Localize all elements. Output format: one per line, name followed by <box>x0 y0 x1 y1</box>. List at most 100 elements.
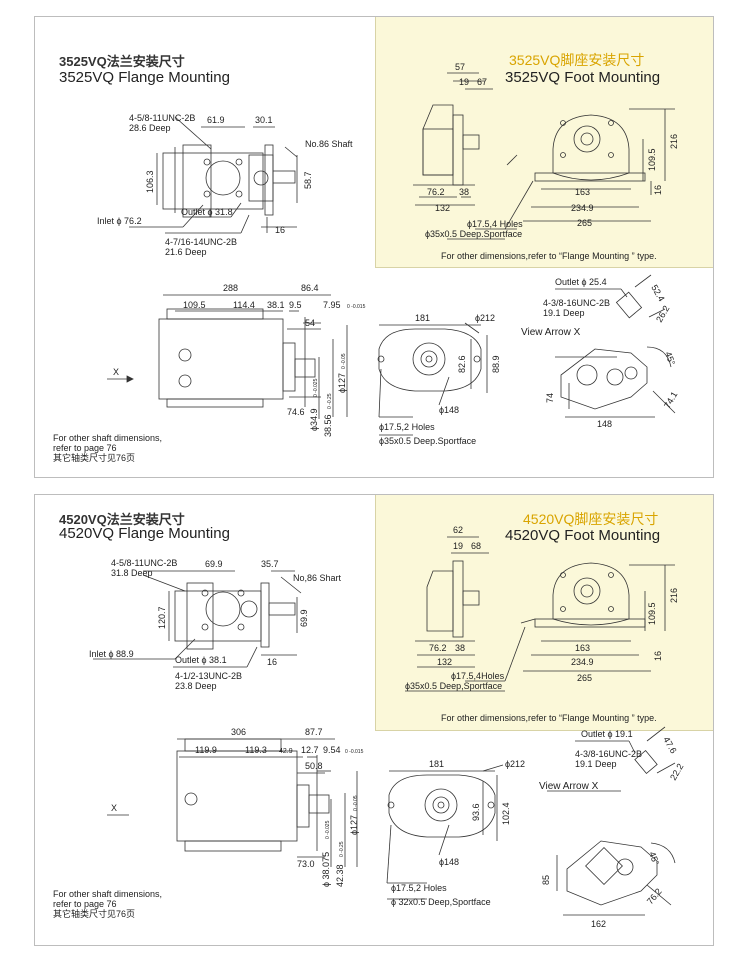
foot-dim-19-3525: 19 <box>459 77 469 87</box>
side-dim-42-38-4520: 42.38 <box>335 864 345 887</box>
side-dia-127-4520: ϕ127 <box>349 815 359 835</box>
foot-note-4520: For other dimensions,refer to “Flange Mo… <box>441 713 657 723</box>
foot-holes-3525: ϕ17.5,4 Holes <box>467 219 523 229</box>
panel-4520vq: 4520VQ法兰安装尺寸 4520VQ Flange Mounting 4520… <box>34 494 714 946</box>
side-dim-50-8-4520: 50.8 <box>305 761 323 771</box>
foot-dim-132-4520: 132 <box>437 657 452 667</box>
dim-35-7-4520: 35.7 <box>261 559 279 569</box>
side-key-3525: 7.95 <box>323 300 341 310</box>
dim-58-7-3525: 58.7 <box>303 171 313 189</box>
front-holes-3525: ϕ17.5,2 Holes <box>379 422 435 432</box>
foot-dim-234-9-4520: 234.9 <box>571 657 594 667</box>
dim-30-1-3525: 30.1 <box>255 115 273 125</box>
viewx-angle-3525: 45° <box>663 350 677 367</box>
foot-dim-57-3525: 57 <box>455 62 465 72</box>
viewx-dim-26-2-3525: 26.2 <box>654 304 671 324</box>
side-dim-119-3-4520: 119.3 <box>245 745 267 755</box>
side-dim-86-4-3525: 86.4 <box>301 283 319 293</box>
flange-thread-top-4520: 4-5/8-11UNC-2B <box>111 558 177 568</box>
foot-sportface-3525: ϕ35x0.5 Deep.Sportface <box>425 229 522 239</box>
viewx-thread-3525: 4-3/8-16UNC-2B <box>543 298 610 308</box>
side-dim-74-6-3525: 74.6 <box>287 407 305 417</box>
dim-106-3-3525: 106.3 <box>145 170 155 193</box>
shaft-label-3525: No.86 Shaft <box>305 139 353 149</box>
front-sportface-4520: ϕ 32x0.5 Deep,Sportface <box>391 897 491 907</box>
flange-thread-bottom-3525: 4-7/16-14UNC-2B <box>165 237 237 247</box>
foot-dim-109-5-3525: 109.5 <box>647 148 657 171</box>
foot-dim-67-3525: 67 <box>477 77 487 87</box>
side-dim-54-3525: 54 <box>305 318 315 328</box>
front-dim-82-6-3525: 82.6 <box>457 355 467 373</box>
viewx-title-4520: View Arrow X <box>539 781 599 792</box>
viewx-angle-4520: 45° <box>647 850 661 867</box>
drawing-4520: 4-5/8-11UNC-2B 31.8 Deep 69.9 35.7 No,86… <box>89 525 685 929</box>
side-dim-87-7-4520: 87.7 <box>305 727 323 737</box>
foot-dim-163-4520: 163 <box>575 643 590 653</box>
flange-thread-bottom-depth-3525: 21.6 Deep <box>165 247 207 257</box>
viewx-outlet-4520: Outlet ϕ 19.1 <box>581 729 633 739</box>
front-dia-148-3525: ϕ148 <box>439 405 459 415</box>
flange-title-en-3525: 3525VQ Flange Mounting <box>59 69 230 86</box>
inlet-label-3525: Inlet ϕ 76.2 <box>97 216 142 226</box>
side-dim-38-1-3525: 38.1 <box>267 300 285 310</box>
foot-dim-216-3525: 216 <box>669 134 679 149</box>
foot-title-en-3525: 3525VQ Foot Mounting <box>505 69 661 86</box>
shaft-note-line-2: refer to page 76 <box>53 443 117 453</box>
foot-mounting-box-4520 <box>375 495 713 731</box>
side-dim-306-4520: 306 <box>231 727 246 737</box>
front-holes-4520: ϕ17.5,2 Holes <box>391 883 447 893</box>
shaft-note-line-1-4520: For other shaft dimensions, <box>53 889 163 899</box>
side-dia-127-3525: ϕ127 <box>337 373 347 393</box>
foot-title-cn-4520: 4520VQ脚座安装尺寸 <box>523 511 659 527</box>
side-dim-38-56-3525: 38.56 <box>323 414 333 437</box>
side-dia-38-075-tol-4520: 0 -0.025 <box>325 820 331 839</box>
side-dim-114-4-3525: 114.4 <box>233 300 255 310</box>
foot-title-en-4520: 4520VQ Foot Mounting <box>505 527 661 544</box>
front-dim-181-3525: 181 <box>415 313 430 323</box>
dim-69-9-4520: 69.9 <box>205 559 223 569</box>
foot-dim-234-9-3525: 234.9 <box>571 203 594 213</box>
side-dia-34-9-tol-3525: 0 -0.025 <box>313 378 319 397</box>
front-dia-212-4520: ϕ212 <box>505 759 525 769</box>
shaft-note-4520: For other shaft dimensions, refer to pag… <box>53 889 162 919</box>
front-dim-88-9-3525: 88.9 <box>491 355 501 373</box>
viewx-dim-85-4520: 85 <box>541 875 551 885</box>
shaft-label-4520: No,86 Shart <box>293 573 342 583</box>
foot-dim-265-4520: 265 <box>577 673 592 683</box>
shaft-note-line-3-4520: 其它轴类尺寸见76页 <box>53 909 136 919</box>
side-dia-127-tol-3525: 0 -0.05 <box>341 353 347 369</box>
viewx-dim-148-3525: 148 <box>597 419 612 429</box>
viewx-dim-52-4-3525: 52.4 <box>649 283 666 303</box>
foot-dim-62-4520: 62 <box>453 525 463 535</box>
front-dia-148-4520: ϕ148 <box>439 857 459 867</box>
foot-dim-216-4520: 216 <box>669 588 679 603</box>
side-key-4520: 9.54 <box>323 745 341 755</box>
viewx-dim-22-2-4520: 22.2 <box>668 762 685 782</box>
flange-thread-top-depth-3525: 28.6 Deep <box>129 123 171 133</box>
shaft-note-3525: For other shaft dimensions, refer to pag… <box>53 433 162 463</box>
shaft-note-line-3: 其它轴类尺寸见76页 <box>53 453 136 463</box>
dim-69-9-v-4520: 69.9 <box>299 609 309 627</box>
side-dim-109-5-3525: 109.5 <box>183 300 206 310</box>
flange-thread-top-depth-4520: 31.8 Deep <box>111 568 153 578</box>
foot-dim-16-4520: 16 <box>653 651 663 661</box>
front-dim-181-4520: 181 <box>429 759 444 769</box>
dim-61-9-3525: 61.9 <box>207 115 225 125</box>
inlet-label-4520: Inlet ϕ 88.9 <box>89 649 134 659</box>
front-dim-93-6-4520: 93.6 <box>471 803 481 821</box>
viewx-thread-4520: 4-3/8-16UNC-2B <box>575 749 642 759</box>
side-dim-288-3525: 288 <box>223 283 238 293</box>
side-arrow-label-4520: X <box>111 803 117 813</box>
outlet-label-4520: Outlet ϕ 38.1 <box>175 655 227 665</box>
front-dia-212-3525: ϕ212 <box>475 313 495 323</box>
foot-dim-132-3525: 132 <box>435 203 450 213</box>
foot-dim-68-4520: 68 <box>471 541 481 551</box>
side-dim-42-9-4520: 42.9 <box>279 748 293 755</box>
side-dim-38-56-tol-3525: 0 -0.25 <box>327 393 333 409</box>
side-dim-73-0-4520: 73.0 <box>297 859 315 869</box>
shaft-note-line-2-4520: refer to page 76 <box>53 899 117 909</box>
flange-title-cn-4520: 4520VQ法兰安装尺寸 <box>59 512 185 527</box>
side-dim-42-38-tol-4520: 0 -0.25 <box>339 841 345 857</box>
side-dim-12-7-4520: 12.7 <box>301 745 319 755</box>
flange-title-en-4520: 4520VQ Flange Mounting <box>59 525 230 542</box>
